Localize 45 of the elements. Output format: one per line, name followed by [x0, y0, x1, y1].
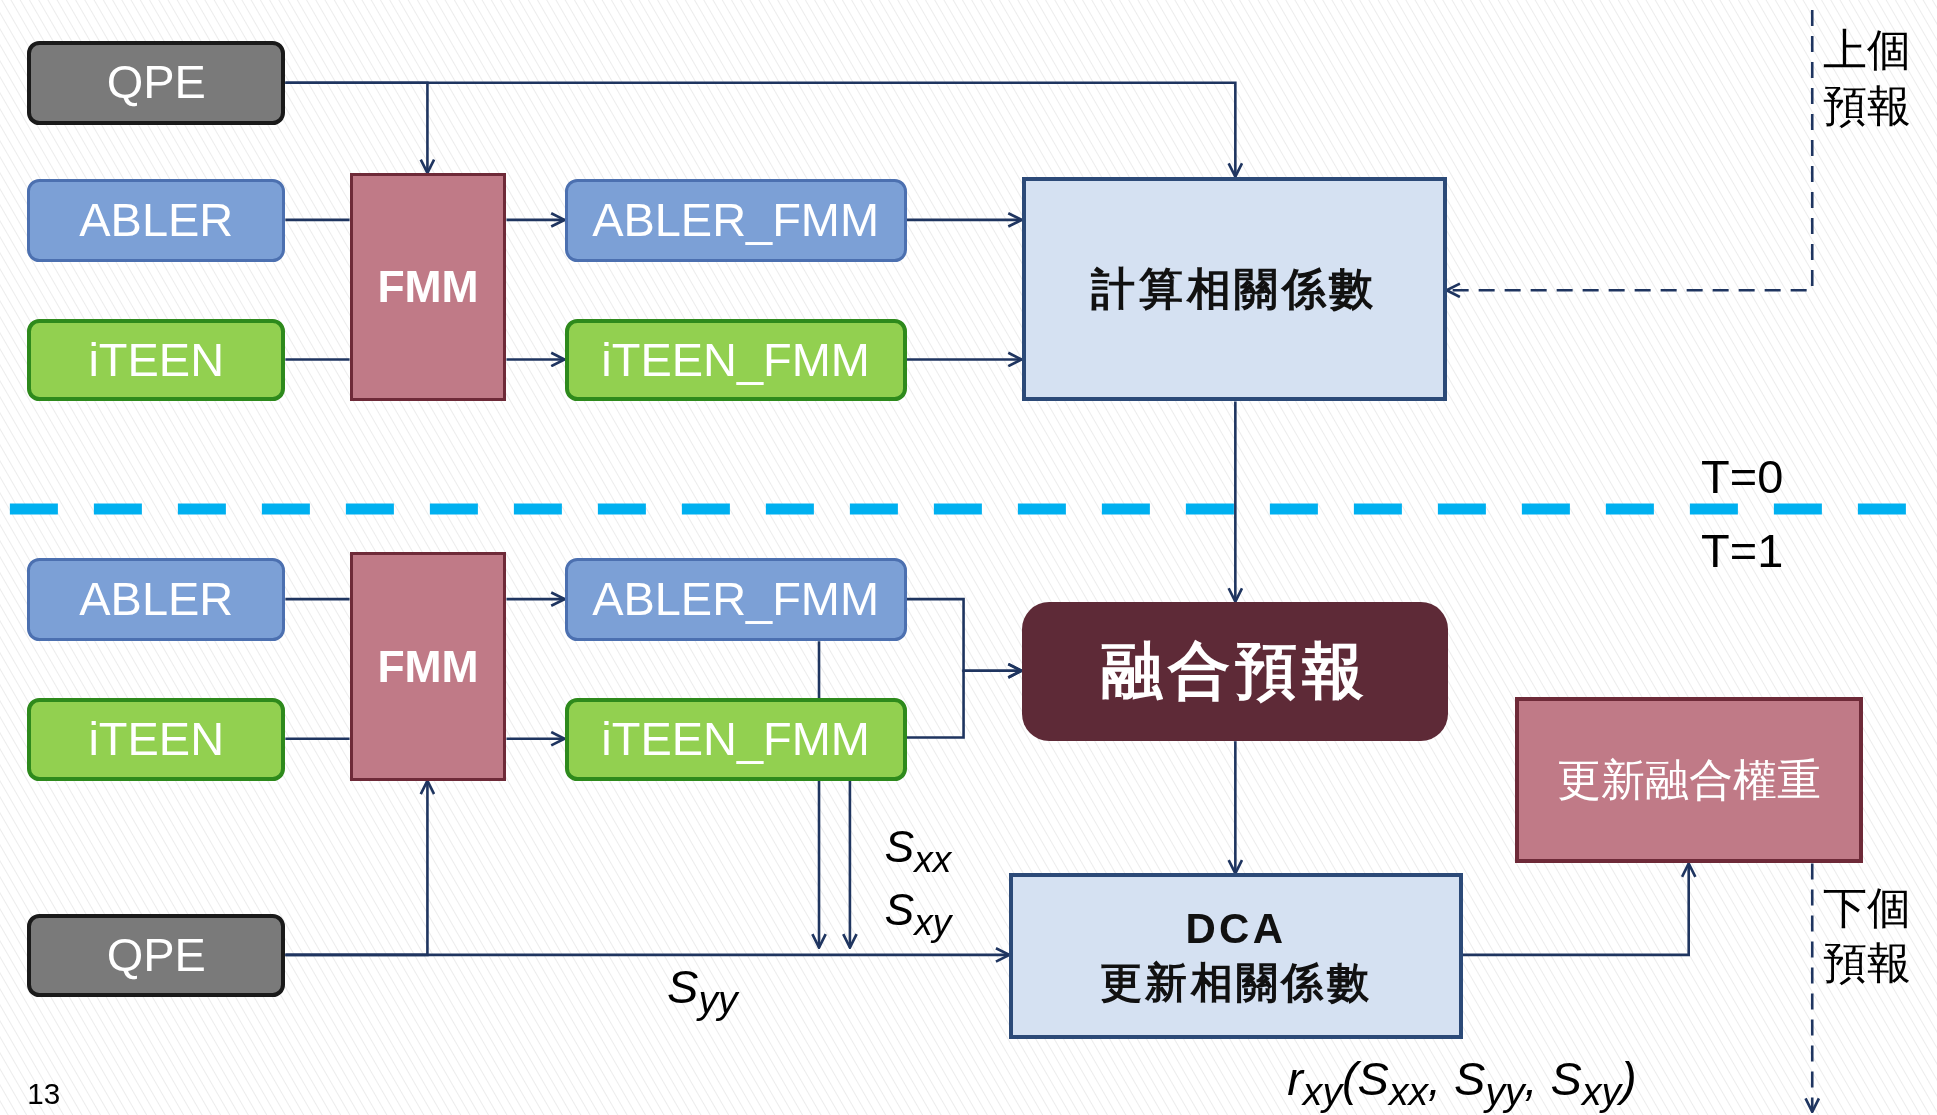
arrow	[1227, 741, 1244, 875]
dashed-arrow	[1445, 9, 1814, 299]
input-box: ABLER	[27, 179, 286, 262]
connector-line	[285, 737, 350, 741]
arrow	[906, 662, 1023, 739]
input-box: ABLER_FMM	[564, 179, 907, 262]
arrow	[841, 780, 858, 949]
variable-label: S$_{xx}$	[884, 821, 952, 881]
connector-line	[285, 358, 350, 361]
arrow	[506, 591, 566, 608]
time-label: T=1	[1701, 525, 1784, 579]
time-label: T=0	[1701, 450, 1784, 505]
input-box: iTEEN_FMM	[564, 697, 907, 781]
formula-label: r$_{xy}$(S$_{xx}$, S$_{yy}$, S$_{xy}$)	[1287, 1052, 1637, 1115]
edge-label: 上個預報	[1823, 24, 1913, 132]
arrow	[285, 946, 1011, 963]
process-box: 計算相關係數	[1021, 176, 1447, 402]
arrow	[1227, 401, 1244, 603]
process-box: 更新融合權重	[1514, 696, 1863, 864]
process-box: FMM	[349, 552, 507, 781]
edge-label: 下個預報	[1823, 881, 1913, 990]
edge-label: S$_{yy}$	[667, 961, 738, 1024]
arrow	[285, 81, 1244, 178]
arrow	[811, 641, 827, 949]
connector-line	[285, 597, 350, 601]
input-box: QPE	[27, 914, 286, 997]
arrow	[906, 211, 1023, 228]
input-box: iTEEN	[27, 697, 286, 781]
arrow	[506, 351, 566, 368]
page-number: 13	[27, 1077, 61, 1112]
process-box: DCA 更新相關係數	[1009, 873, 1463, 1039]
dashed-arrow	[1804, 863, 1821, 1114]
input-box: ABLER	[27, 558, 286, 642]
input-box: QPE	[27, 40, 286, 125]
arrow	[506, 211, 566, 228]
arrow	[506, 730, 566, 747]
input-box: iTEEN	[27, 318, 286, 402]
process-box: 融合預報	[1021, 601, 1448, 742]
arrow	[1462, 862, 1697, 957]
process-box: FMM	[349, 172, 507, 402]
variable-label: S$_{xy}$	[884, 884, 952, 944]
input-box: ABLER_FMM	[564, 558, 907, 642]
arrow	[906, 351, 1023, 368]
connector-line	[285, 218, 350, 222]
input-box: iTEEN_FMM	[564, 318, 907, 402]
